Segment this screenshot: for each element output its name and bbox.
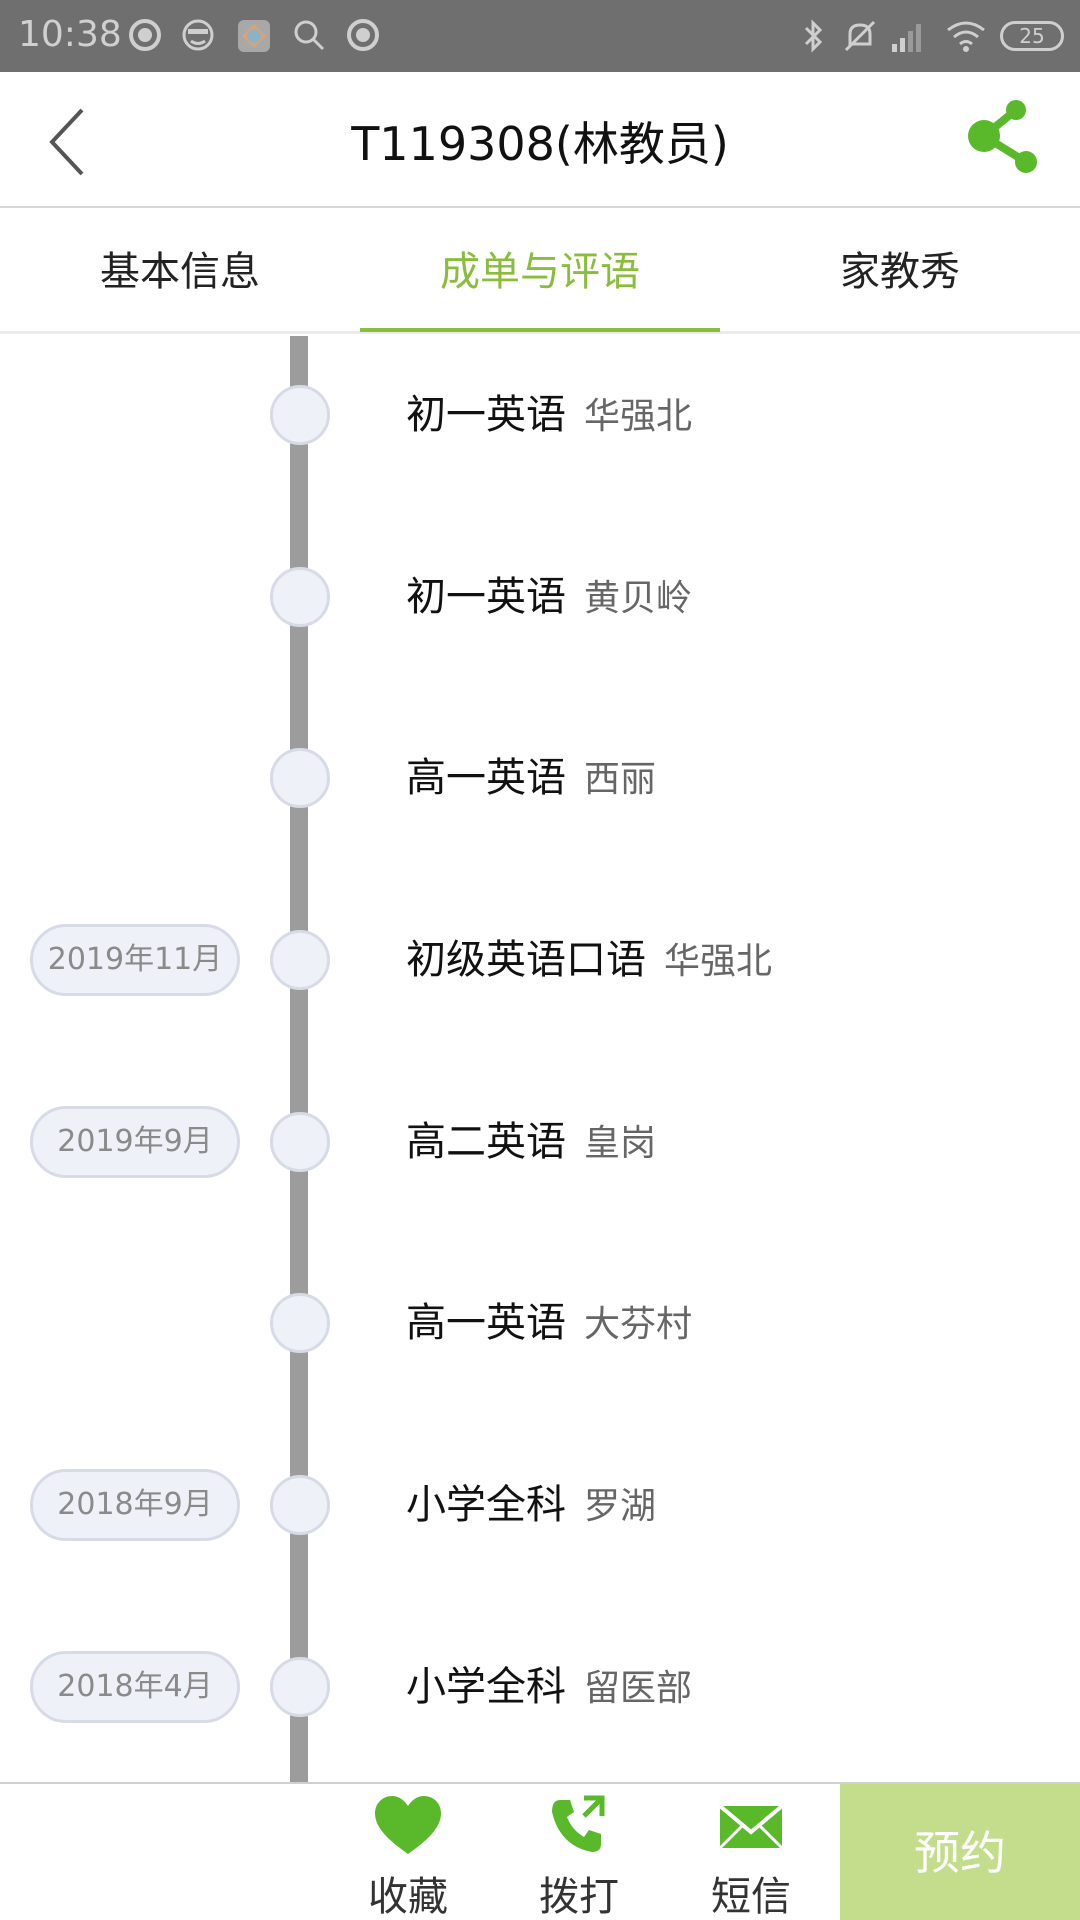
course-location: 华强北 (584, 396, 693, 437)
course-location: 华强北 (664, 941, 773, 982)
course-name: 初级英语口语 (406, 937, 646, 983)
search-icon (294, 20, 325, 51)
favorite-label: 收藏 (368, 1874, 448, 1920)
status-time: 10:38 (18, 14, 122, 55)
course-location: 黄贝岭 (584, 578, 693, 619)
timeline-text: 初一英语黄贝岭 (406, 557, 692, 637)
timeline-text: 小学全科留医部 (406, 1647, 692, 1727)
timeline-dot (270, 567, 330, 627)
timeline-item[interactable]: 2018年4月 小学全科留医部 (0, 1647, 1080, 1727)
timeline-item[interactable]: 2019年9月 高二英语皇岗 (0, 1102, 1080, 1182)
phone-call-icon (552, 1795, 605, 1852)
date-badge: 2018年9月 (30, 1469, 240, 1541)
timeline-dot (270, 385, 330, 445)
course-location: 皇岗 (584, 1123, 657, 1164)
timeline-dot (270, 1293, 330, 1353)
timeline-dot (270, 1475, 330, 1535)
emoji-face-icon (182, 19, 214, 51)
tab-basic-info[interactable]: 基本信息 (100, 249, 260, 295)
timeline-text: 初一英语华强北 (406, 375, 692, 455)
tab-orders-comments[interactable]: 成单与评语 (440, 249, 640, 295)
course-name: 高一英语 (406, 1300, 566, 1346)
battery-icon: 25 (1000, 21, 1064, 51)
tab-tutor-show[interactable]: 家教秀 (840, 249, 960, 295)
tab-bar: 基本信息 成单与评语 家教秀 (0, 210, 1080, 334)
timeline-dot (270, 1112, 330, 1172)
favorite-button[interactable]: 收藏 (333, 1784, 483, 1920)
status-bar: 10:38 (0, 0, 1080, 72)
envelope-icon (718, 1804, 784, 1850)
notification-circle-icon (347, 19, 379, 51)
share-icon[interactable] (966, 98, 1046, 178)
order-timeline[interactable]: 初一英语华强北 初一英语黄贝岭 高一英语西丽 2019年11月 初级英语口语华强… (0, 336, 1080, 1782)
timeline-item[interactable]: 高一英语西丽 (0, 738, 1080, 818)
date-badge: 2018年4月 (30, 1651, 240, 1723)
timeline-item[interactable]: 2019年11月 初级英语口语华强北 (0, 920, 1080, 1000)
app-header: T119308(林教员) (0, 72, 1080, 208)
timeline-text: 初级英语口语华强北 (406, 920, 772, 1000)
timeline-item[interactable]: 高一英语大芬村 (0, 1283, 1080, 1363)
page-title: T119308(林教员) (351, 117, 729, 171)
sms-label: 短信 (711, 1874, 791, 1920)
app-colorful-icon (238, 20, 270, 52)
timeline-item[interactable]: 初一英语华强北 (0, 375, 1080, 455)
timeline-text: 高一英语大芬村 (406, 1283, 692, 1363)
course-location: 大芬村 (584, 1304, 693, 1345)
course-name: 小学全科 (406, 1482, 566, 1528)
timeline-item[interactable]: 初一英语黄贝岭 (0, 557, 1080, 637)
wifi-icon (947, 21, 985, 52)
signal-icon (892, 24, 921, 52)
notification-circle-icon (129, 19, 161, 51)
timeline-line (290, 336, 308, 1782)
timeline-item[interactable]: 2018年9月 小学全科罗湖 (0, 1465, 1080, 1545)
timeline-dot (270, 930, 330, 990)
timeline-text: 小学全科罗湖 (406, 1465, 656, 1545)
timeline-dot (270, 1657, 330, 1717)
call-label: 拨打 (539, 1874, 619, 1920)
course-location: 西丽 (584, 759, 657, 800)
date-badge: 2019年9月 (30, 1106, 240, 1178)
bluetooth-icon (804, 19, 823, 53)
back-arrow-icon[interactable] (40, 102, 100, 182)
call-button[interactable]: 拨打 (504, 1784, 654, 1920)
course-name: 小学全科 (406, 1664, 566, 1710)
course-name: 初一英语 (406, 392, 566, 438)
sms-button[interactable]: 短信 (676, 1784, 826, 1920)
course-name: 初一英语 (406, 574, 566, 620)
heart-icon (375, 1796, 441, 1854)
battery-level: 25 (1019, 24, 1045, 48)
bottom-action-bar: 收藏 拨打 短信 预约 (0, 1782, 1080, 1920)
course-location: 留医部 (584, 1668, 693, 1709)
timeline-dot (270, 748, 330, 808)
course-name: 高二英语 (406, 1119, 566, 1165)
mute-bell-icon (844, 20, 876, 52)
date-badge: 2019年11月 (30, 924, 240, 996)
course-location: 罗湖 (584, 1486, 657, 1527)
timeline-text: 高一英语西丽 (406, 738, 656, 818)
reserve-button[interactable]: 预约 (840, 1784, 1080, 1920)
active-tab-indicator (360, 328, 720, 332)
timeline-text: 高二英语皇岗 (406, 1102, 656, 1182)
course-name: 高一英语 (406, 755, 566, 801)
